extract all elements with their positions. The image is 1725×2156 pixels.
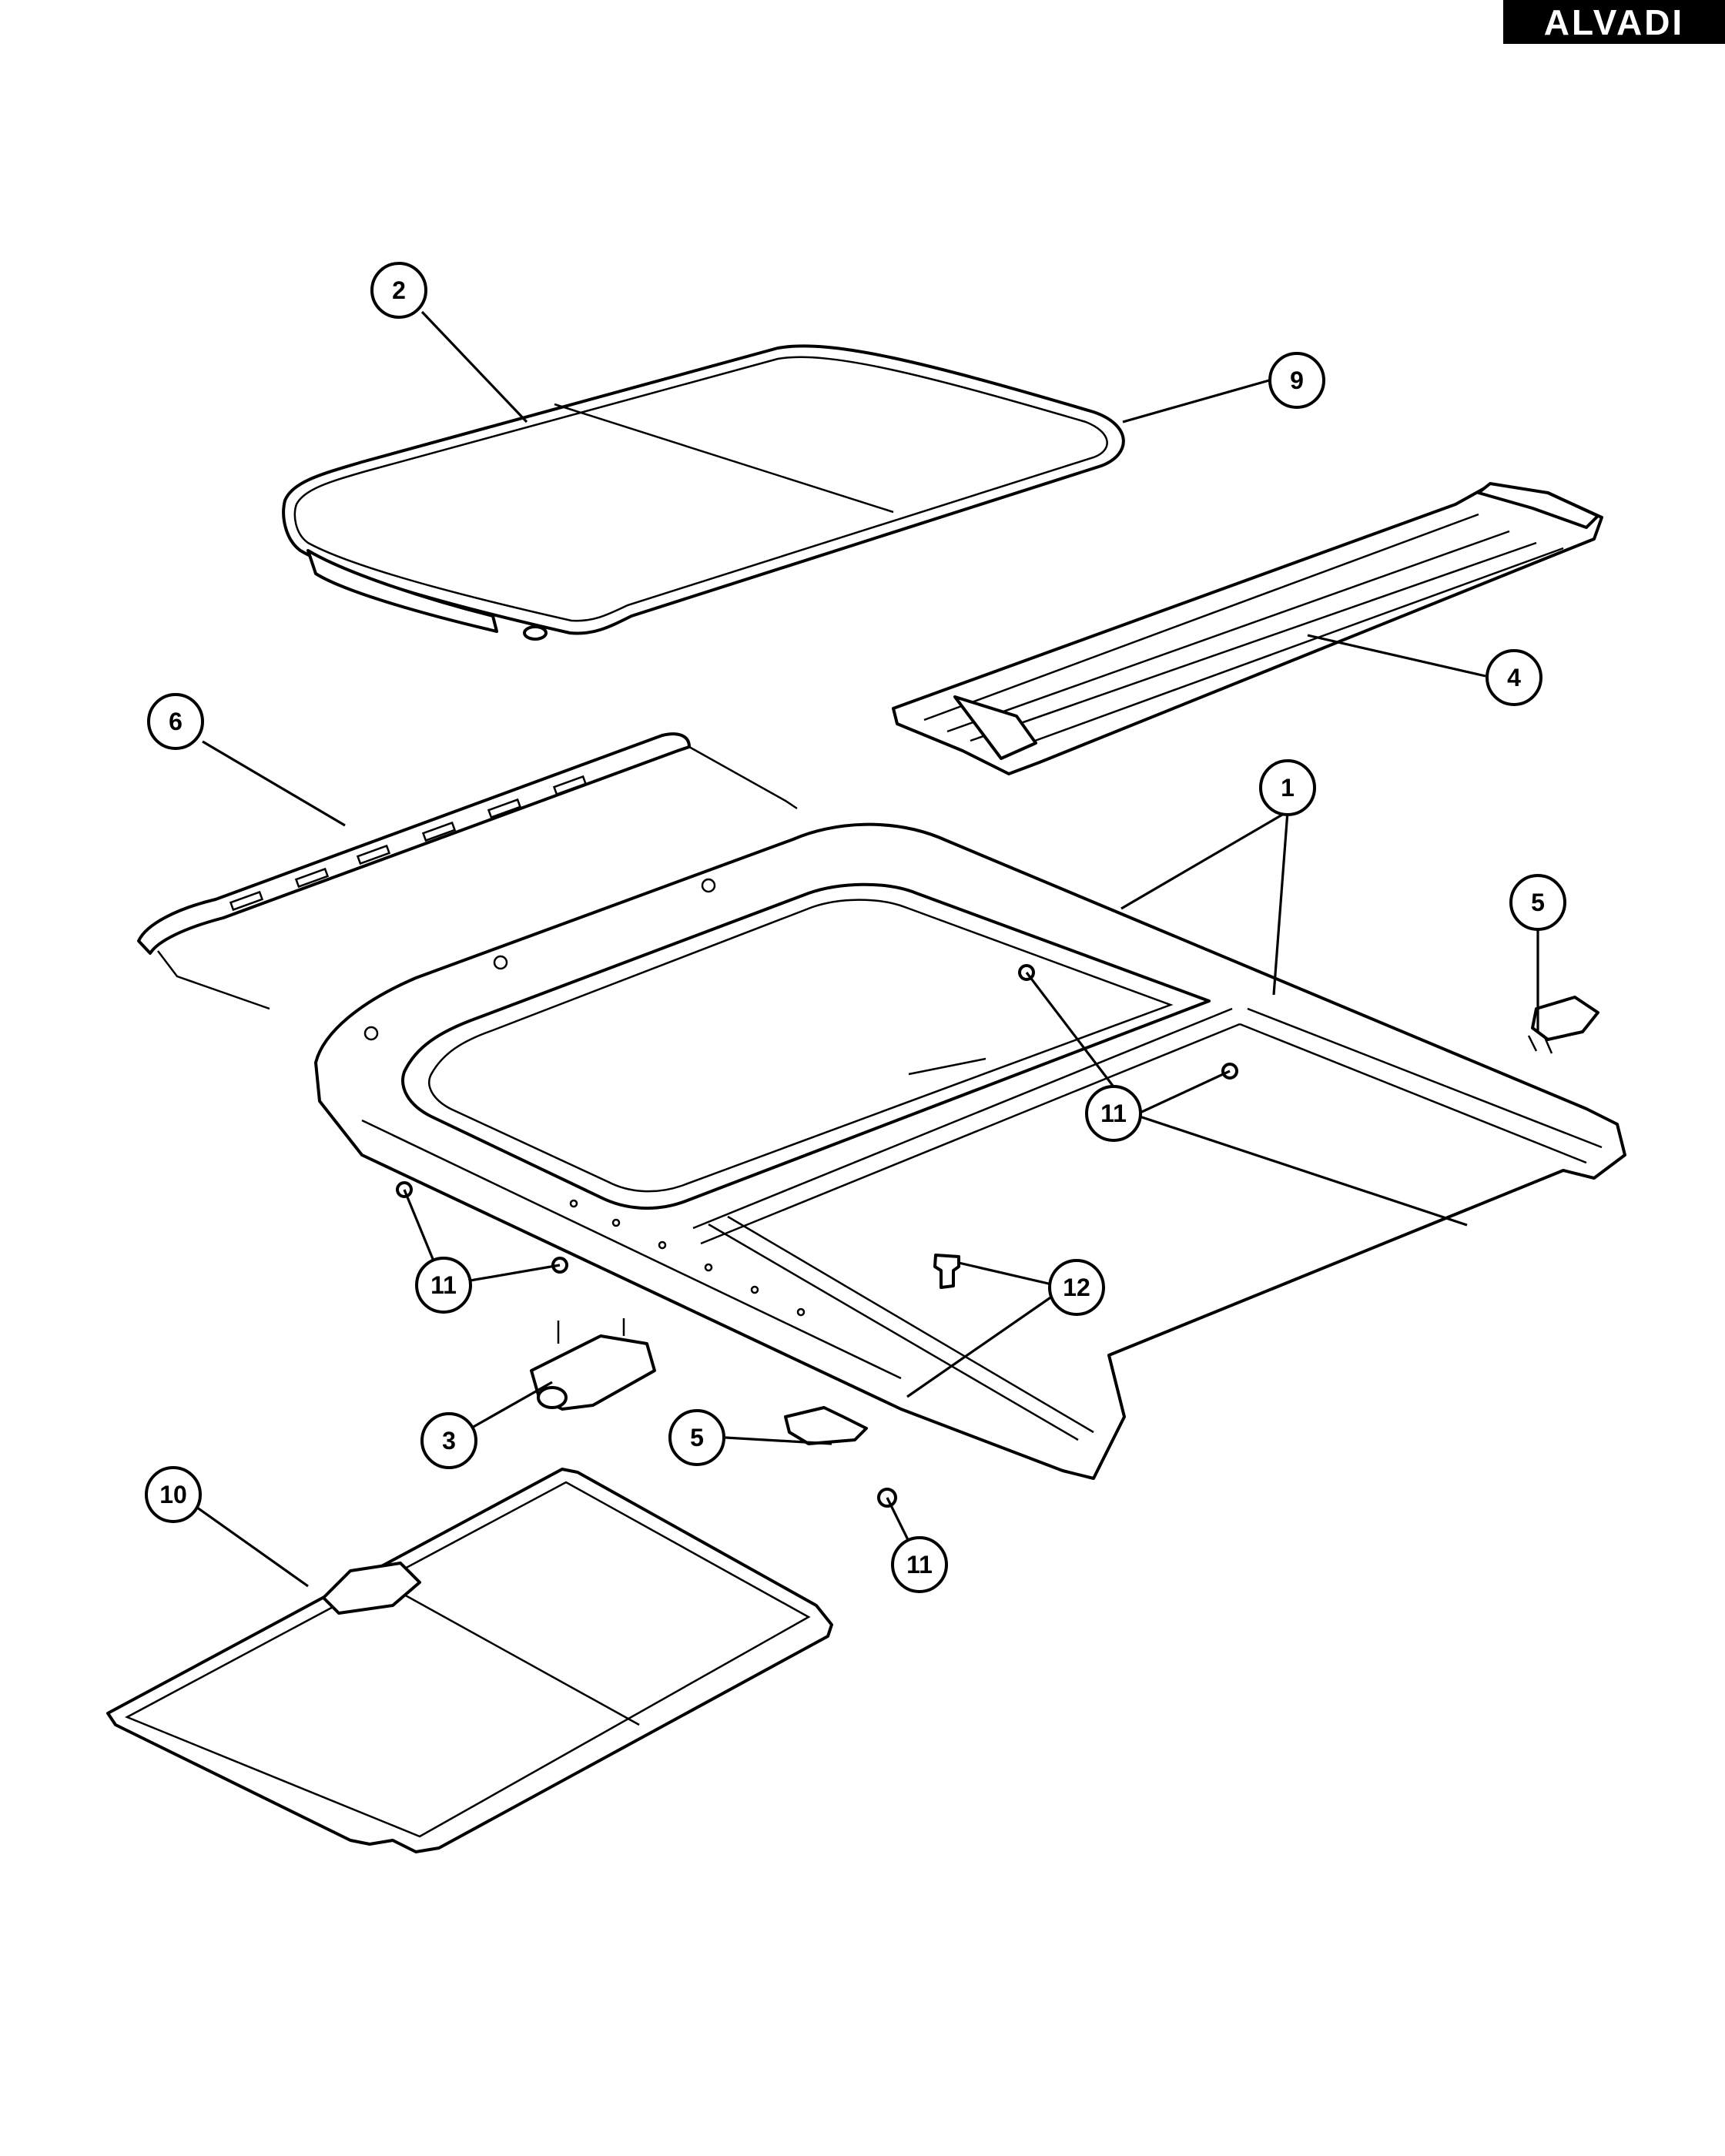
sunroof-frame-part (314, 822, 1626, 1480)
callout-11-left: 11 (415, 1257, 472, 1314)
svg-text:10: 10 (159, 1481, 187, 1508)
svg-text:11: 11 (906, 1551, 933, 1578)
sunshade-part (106, 1468, 833, 1853)
callout-12: 12 (1048, 1259, 1105, 1316)
callout-3: 3 (420, 1412, 477, 1469)
fastener-part (933, 1254, 960, 1289)
svg-text:5: 5 (690, 1424, 704, 1451)
callout-1: 1 (1259, 759, 1316, 816)
svg-text:3: 3 (442, 1427, 456, 1455)
rail-assembly-part (892, 482, 1603, 775)
callout-6: 6 (147, 693, 204, 750)
svg-text:9: 9 (1290, 367, 1304, 394)
callout-10: 10 (145, 1466, 202, 1523)
svg-text:12: 12 (1063, 1274, 1090, 1301)
svg-text:6: 6 (169, 708, 183, 735)
wind-deflector-part (137, 732, 798, 1010)
callout-11-bottom: 11 (891, 1536, 948, 1593)
svg-text:2: 2 (392, 276, 406, 304)
svg-text:4: 4 (1507, 664, 1521, 691)
clip-part-b (784, 1406, 868, 1445)
callout-9: 9 (1268, 352, 1325, 409)
callout-5-right: 5 (1509, 874, 1566, 931)
callout-4: 4 (1486, 649, 1542, 706)
leader-lines (180, 310, 1539, 1588)
callout-2: 2 (370, 262, 427, 319)
glass-panel-part (282, 344, 1125, 641)
svg-text:1: 1 (1281, 774, 1295, 802)
motor-part (530, 1318, 656, 1411)
svg-text:11: 11 (430, 1271, 457, 1299)
clip-part-a (1527, 996, 1599, 1054)
brand-logo: ALVADI (1503, 0, 1725, 44)
callout-5-bottom: 5 (668, 1409, 725, 1466)
callout-11-center: 11 (1085, 1085, 1142, 1142)
svg-text:5: 5 (1531, 889, 1545, 916)
svg-text:11: 11 (1100, 1100, 1127, 1127)
